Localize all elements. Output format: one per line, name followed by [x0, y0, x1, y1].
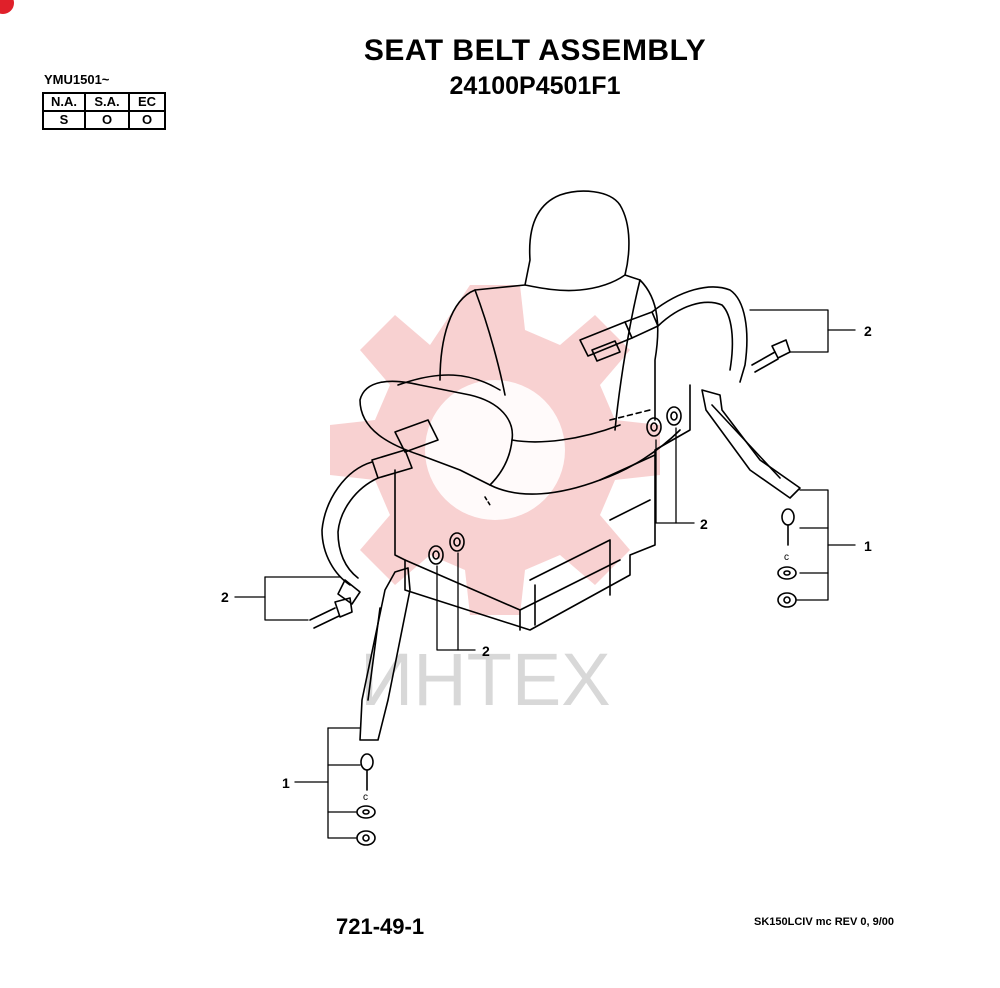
watermark-text: ИНТЕХ [360, 638, 611, 721]
hardware-stack-left-icon: c [356, 753, 376, 846]
bolt-left-icon [309, 597, 353, 629]
availability-table: N.A. S.A. EC S O O [42, 92, 166, 130]
availability-header-na: N.A. [42, 92, 86, 112]
seat-backrest [439, 190, 659, 431]
part-number: 24100P4501F1 [449, 72, 621, 100]
availability-value-row: S O O [42, 110, 166, 130]
corner-mark [0, 0, 14, 14]
availability-value-ec: O [128, 110, 166, 130]
left-tongue-belt [321, 419, 439, 605]
availability-header-ec: EC [128, 92, 166, 112]
callout-2-left: 2 [221, 589, 229, 605]
right-lower-belt [701, 389, 801, 499]
serial-range: YMU1501~ [44, 72, 110, 87]
svg-text:c: c [363, 792, 368, 803]
revision-text: SK150LCIV mc REV 0, 9/00 [754, 916, 895, 928]
seat-cushion [359, 374, 681, 495]
bolt-upper-right-icon [751, 339, 791, 373]
callout-1-left: 1 [282, 775, 290, 791]
washer-set-lower-icon [428, 532, 465, 565]
callout-2-upper-right: 2 [864, 323, 872, 339]
svg-text:c: c [784, 552, 789, 563]
callout-2-center-lower: 2 [482, 643, 490, 659]
washer-set-upper-icon [646, 406, 682, 437]
watermark-gear-icon [330, 285, 660, 615]
page-title: SEAT BELT ASSEMBLY [363, 34, 707, 67]
callout-2-center-upper: 2 [700, 516, 708, 532]
page-number: 721-49-1 [336, 914, 425, 939]
dashed-guide [609, 409, 651, 421]
availability-header-row: N.A. S.A. EC [42, 92, 166, 112]
left-lower-belt [359, 567, 411, 741]
hardware-stack-right-icon: c [777, 508, 797, 608]
upper-buckle [579, 286, 748, 383]
availability-header-sa: S.A. [84, 92, 130, 112]
callout-brackets [234, 309, 856, 839]
availability-value-sa: O [84, 110, 130, 130]
callout-1-right: 1 [864, 538, 872, 554]
availability-value-na: S [42, 110, 86, 130]
